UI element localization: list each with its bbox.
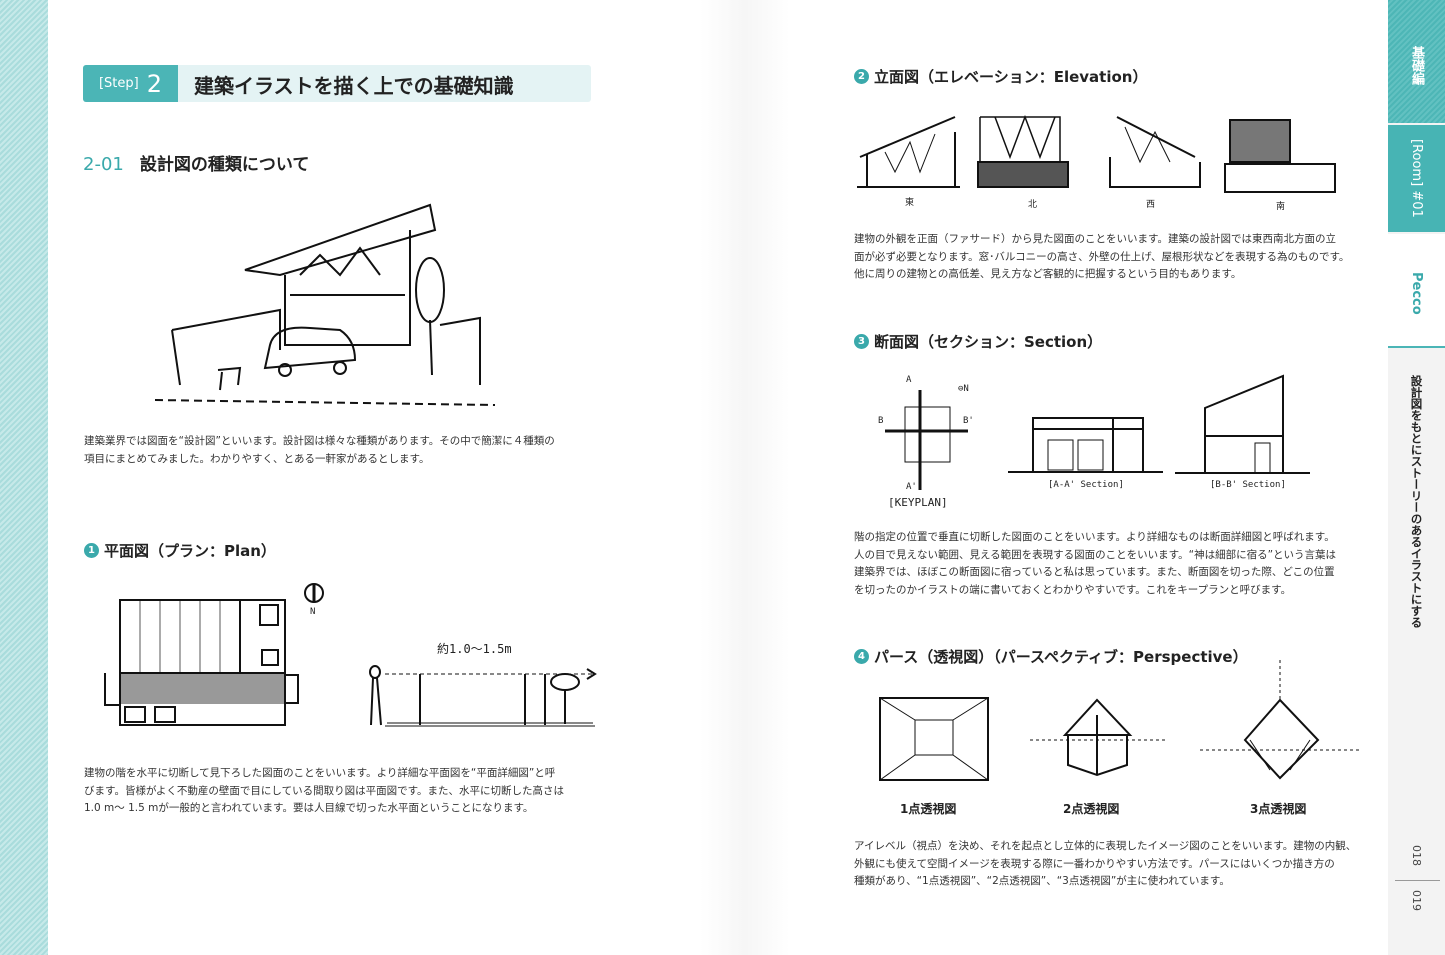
mark-a-prime: A' <box>906 482 917 492</box>
number-badge: 4 <box>854 649 869 664</box>
caption-two-point: 2点透視図 <box>1063 802 1120 816</box>
floor-plan-drawing <box>104 599 299 726</box>
plan-title: 平面図（プラン：Plan） <box>104 542 276 560</box>
one-point-perspective-drawing <box>879 697 989 781</box>
section-drawing-title: 断面図（セクション：Section） <box>874 333 1103 351</box>
page-number-right: 019 <box>1410 890 1423 911</box>
chapter-title-text: 設計図をもとにストーリーのあるイラストにする <box>1409 375 1424 628</box>
north-mark: ⊖N <box>958 384 969 394</box>
sidebar-tab-category[interactable]: 基礎編 <box>1388 0 1445 123</box>
elevation-label-north: 北 <box>1028 200 1038 210</box>
elevation-heading: 2 立面図（エレベーション：Elevation） <box>854 66 1147 87</box>
keyplan-label: [KEYPLAN] <box>888 496 948 509</box>
cut-height-diagram <box>369 665 597 727</box>
number-badge: 3 <box>854 334 869 349</box>
two-point-perspective-drawing <box>1030 698 1165 777</box>
section-text: 階の指定の位置で垂直に切断した図面のことをいいます。より詳細なものは断面詳細図と… <box>854 531 1337 596</box>
aa-section-label: [A-A' Section] <box>1048 480 1124 490</box>
elevation-title: 立面図（エレベーション：Elevation） <box>874 68 1148 86</box>
step-number: 2 <box>146 69 163 98</box>
bb-section-label: [B-B' Section] <box>1210 480 1286 490</box>
caption-three-point: 3点透視図 <box>1250 802 1307 816</box>
section-title: 2-01 設計図の種類について <box>83 150 309 175</box>
elevation-text: 建物の外観を正面（ファサード）から見た図面のことをいいます。建築の設計図では東西… <box>854 233 1350 280</box>
step-title: 建築イラストを描く上での基礎知識 <box>194 74 514 98</box>
page-number-left: 018 <box>1410 845 1423 866</box>
page-divider <box>1395 880 1440 881</box>
number-badge: 1 <box>84 543 99 558</box>
caption-one-point: 1点透視図 <box>900 802 957 816</box>
sidebar-tab-name[interactable]: Pecco <box>1388 234 1445 348</box>
bb-section-drawing <box>1175 374 1310 474</box>
chapter-title: 設計図をもとにストーリーのあるイラストにする <box>1388 375 1445 635</box>
sidebar-tab-room[interactable]: [Room] #01 <box>1388 125 1445 232</box>
keyplan-drawing <box>885 390 968 490</box>
house-illustration <box>154 203 496 406</box>
north-arrow-icon <box>304 583 324 603</box>
category-label: 基礎編 <box>1409 46 1424 85</box>
intro-text: 建築業界では図面を“設計図”といいます。設計図は様々な種類があります。その中で簡… <box>84 435 555 465</box>
mark-b-prime: B' <box>963 416 974 426</box>
page-edge-stripe <box>0 0 48 955</box>
perspective-text: アイレベル（視点）を決め、それを起点とし立体的に表現したイメージ図のことをいいま… <box>854 840 1357 887</box>
north-label: N <box>310 607 316 617</box>
plan-text: 建物の階を水平に切断して見下ろした図面のことをいいます。より詳細な平面図を“平面… <box>84 767 565 814</box>
section-heading: 3 断面図（セクション：Section） <box>854 331 1102 352</box>
elevation-drawings <box>857 114 1336 193</box>
elevation-label-south: 南 <box>1276 202 1286 212</box>
step-number-block: [Step] 2 <box>83 65 178 102</box>
mark-b: B <box>878 416 884 426</box>
room-label: [Room] #01 <box>1409 139 1424 218</box>
section-number: 2-01 <box>83 154 124 175</box>
cut-height-note: 約1.0～1.5m <box>437 642 512 656</box>
three-point-perspective-drawing <box>1200 660 1360 780</box>
book-gutter <box>700 0 790 955</box>
mark-a: A <box>906 375 912 385</box>
step-label: [Step] <box>98 76 139 91</box>
number-badge: 2 <box>854 69 869 84</box>
perspective-heading: 4 パース（透視図）（パースペクティブ：Perspective） <box>854 646 1248 667</box>
aa-section-drawing <box>1008 417 1163 473</box>
elevation-label-east: 東 <box>905 198 915 208</box>
perspective-title: パース（透視図）（パースペクティブ：Perspective） <box>874 648 1248 666</box>
elevation-label-west: 西 <box>1146 200 1156 210</box>
author-name: Pecco <box>1409 272 1424 315</box>
section-title-text: 設計図の種類について <box>139 155 310 175</box>
plan-heading: 1 平面図（プラン：Plan） <box>84 540 276 561</box>
